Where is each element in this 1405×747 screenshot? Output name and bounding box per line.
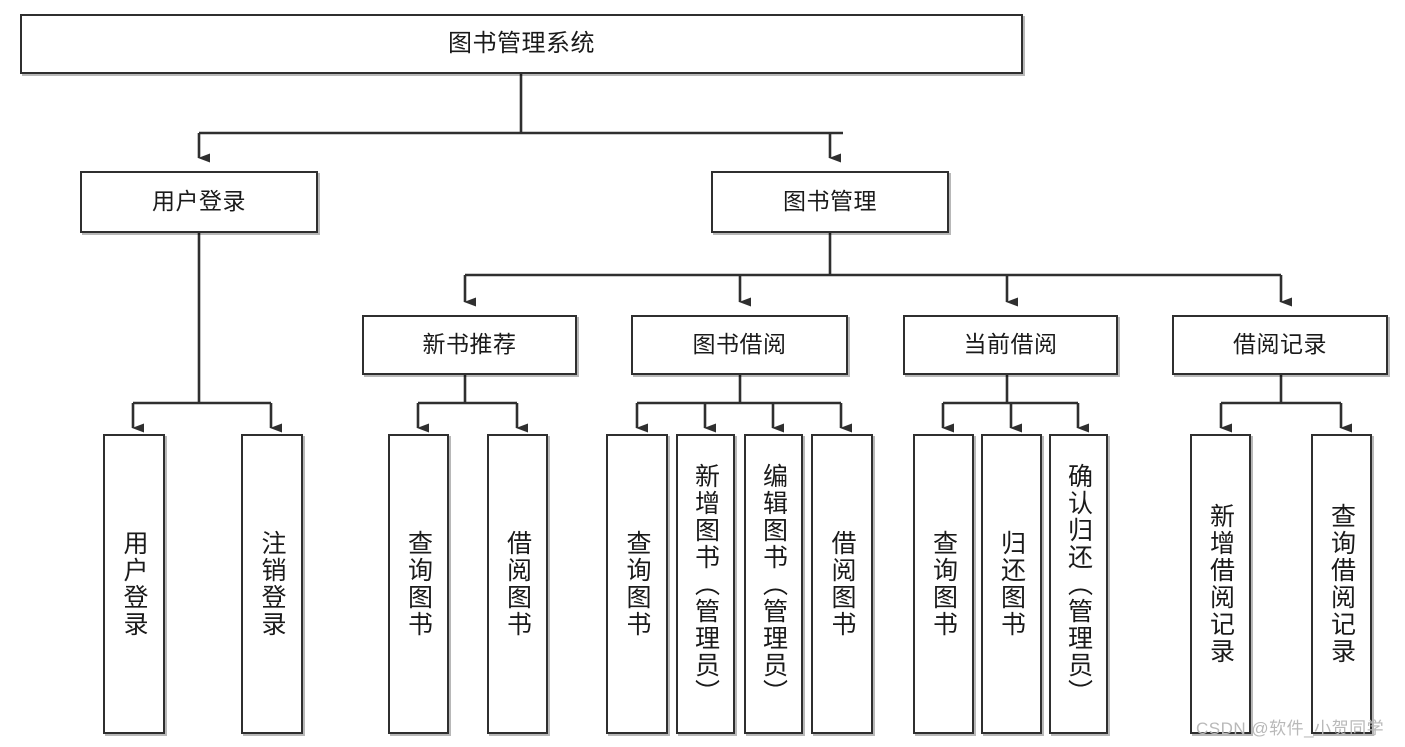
node-leaf-currentborrow-return-book[interactable]: 归还图书 xyxy=(981,434,1042,734)
node-label: 新增图书（管理员） xyxy=(691,462,720,706)
node-label: 归还图书 xyxy=(997,530,1026,638)
node-label: 查询图书 xyxy=(404,530,433,638)
node-label: 借阅图书 xyxy=(828,530,856,638)
node-label: 借阅图书 xyxy=(503,530,532,638)
node-label: 确认归还（管理员） xyxy=(1064,462,1093,706)
node-label: 查询图书 xyxy=(929,530,958,638)
node-book-borrow[interactable]: 图书借阅 xyxy=(631,315,848,375)
node-current-borrow[interactable]: 当前借阅 xyxy=(903,315,1118,375)
node-label: 借阅记录 xyxy=(1233,331,1327,358)
node-label: 用户登录 xyxy=(152,188,246,215)
node-label: 新增借阅记录 xyxy=(1206,503,1235,665)
node-leaf-bookborrow-edit-book-admin[interactable]: 编辑图书（管理员） xyxy=(744,434,803,734)
node-root-book-management-system[interactable]: 图书管理系统 xyxy=(20,14,1023,74)
node-leaf-bookborrow-borrow-book[interactable]: 借阅图书 xyxy=(811,434,873,734)
node-label: 新书推荐 xyxy=(422,331,517,358)
node-label: 编辑图书（管理员） xyxy=(759,462,788,706)
node-borrow-record[interactable]: 借阅记录 xyxy=(1172,315,1388,375)
node-label: 图书管理系统 xyxy=(448,29,595,57)
watermark-csdn: CSDN @软件_小贺同学 xyxy=(1196,719,1385,738)
node-label: 用户登录 xyxy=(120,530,148,638)
node-user-login[interactable]: 用户登录 xyxy=(80,171,318,233)
node-leaf-newbook-borrow-book[interactable]: 借阅图书 xyxy=(487,434,548,734)
node-leaf-currentborrow-query-book[interactable]: 查询图书 xyxy=(913,434,974,734)
node-leaf-bookborrow-query-book[interactable]: 查询图书 xyxy=(606,434,668,734)
node-leaf-bookborrow-add-book-admin[interactable]: 新增图书（管理员） xyxy=(676,434,735,734)
node-leaf-newbook-query-book[interactable]: 查询图书 xyxy=(388,434,449,734)
node-label: 图书管理 xyxy=(783,188,877,215)
node-leaf-borrowrecord-add-record[interactable]: 新增借阅记录 xyxy=(1190,434,1251,734)
node-leaf-user-login[interactable]: 用户登录 xyxy=(103,434,165,734)
node-book-management[interactable]: 图书管理 xyxy=(711,171,949,233)
node-label: 注销登录 xyxy=(258,530,286,638)
node-leaf-logout-login[interactable]: 注销登录 xyxy=(241,434,303,734)
node-leaf-borrowrecord-query-record[interactable]: 查询借阅记录 xyxy=(1311,434,1372,734)
node-leaf-currentborrow-confirm-return-admin[interactable]: 确认归还（管理员） xyxy=(1049,434,1108,734)
node-label: 当前借阅 xyxy=(963,331,1058,358)
node-label: 查询借阅记录 xyxy=(1327,503,1356,665)
node-new-book-recommend[interactable]: 新书推荐 xyxy=(362,315,577,375)
node-label: 查询图书 xyxy=(623,530,651,638)
node-label: 图书借阅 xyxy=(692,331,787,358)
